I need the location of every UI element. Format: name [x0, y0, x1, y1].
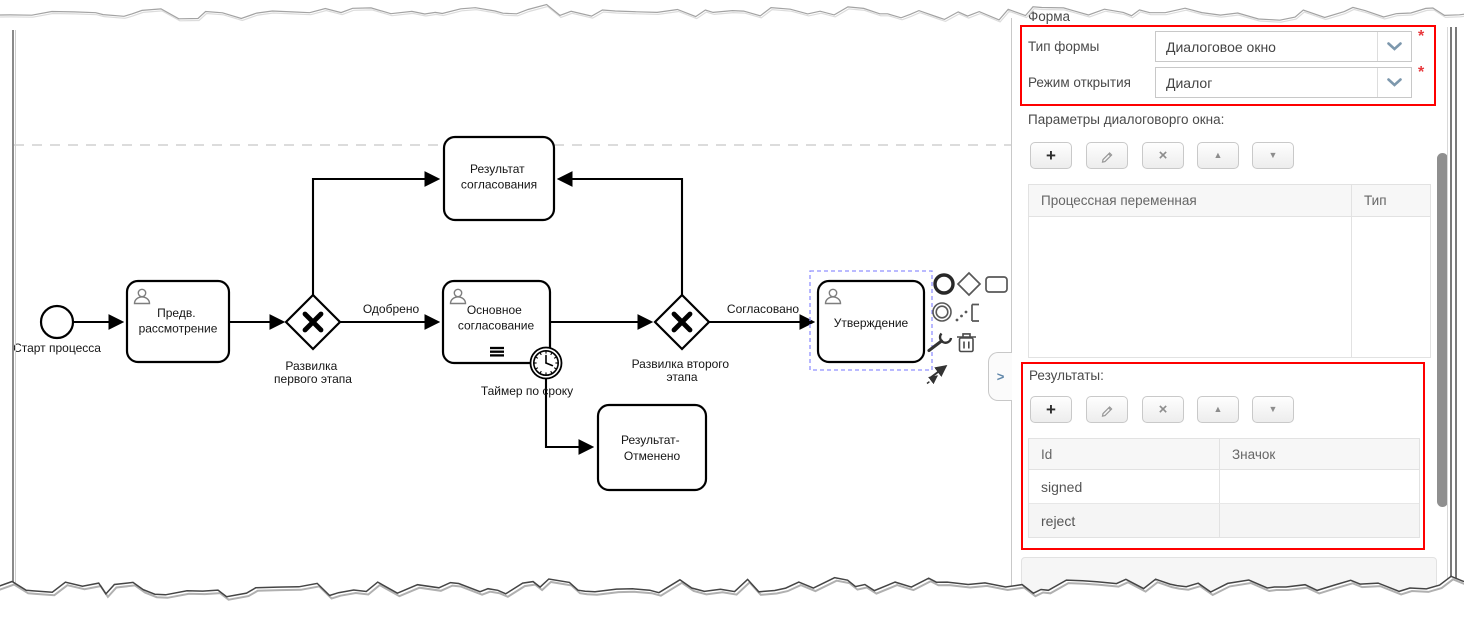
user-task-icon: [133, 288, 151, 305]
results-move-down-button[interactable]: ▼: [1252, 396, 1294, 423]
task-result-cancel-label: Результат- Отменено: [621, 433, 683, 463]
user-task-icon: [449, 288, 467, 305]
task-main-approval-label: Основное согласование: [458, 303, 535, 333]
start-event[interactable]: [39, 304, 75, 340]
bpmn-canvas[interactable]: Одобрено Согласовано Старт процесса Пред…: [0, 0, 1012, 631]
results-edit-button[interactable]: [1086, 396, 1128, 423]
task-result-approval-label: Результат согласования: [461, 162, 537, 192]
gateway-first-stage[interactable]: Развилка первого этапа: [274, 293, 352, 386]
selection-outline: [809, 270, 933, 371]
timer-boundary-event[interactable]: [529, 346, 563, 380]
properties-panel: Форма Тип формы Диалоговое окно * Режим …: [1012, 0, 1464, 631]
append-gateway-icon[interactable]: [956, 271, 982, 297]
form-type-select[interactable]: Диалоговое окно: [1155, 31, 1412, 62]
task-approval-label: Утверждение: [834, 316, 909, 330]
results-table[interactable]: Id Значок signed reject: [1028, 438, 1420, 538]
multi-instance-marker-icon: [490, 346, 504, 357]
panel-empty-area: [1021, 557, 1437, 601]
task-approval-selected[interactable]: Утверждение: [816, 279, 926, 364]
results-delete-button[interactable]: ×: [1142, 396, 1184, 423]
trash-icon[interactable]: [957, 333, 976, 353]
start-event-label: Старт процесса: [13, 341, 101, 355]
open-mode-value: Диалог: [1166, 74, 1213, 91]
params-delete-button[interactable]: ×: [1142, 142, 1184, 169]
edit-pencil-icon: [1101, 405, 1113, 417]
form-type-value: Диалоговое окно: [1166, 38, 1276, 55]
params-section-title: Параметры диалоговорго окна:: [1028, 112, 1225, 127]
gateway-second-stage[interactable]: Развилка второго этапа: [632, 293, 733, 384]
results-row-signed[interactable]: signed: [1029, 470, 1419, 504]
params-table[interactable]: Процессная переменная Тип: [1028, 184, 1431, 358]
flow-gateway2-to-result[interactable]: [556, 171, 684, 295]
wrench-icon[interactable]: [927, 332, 953, 353]
open-mode-label: Режим открытия: [1028, 75, 1131, 90]
params-edit-button[interactable]: [1086, 142, 1128, 169]
results-add-button[interactable]: +: [1030, 396, 1072, 423]
append-task-icon[interactable]: [985, 276, 1008, 293]
connect-arrow-icon[interactable]: [926, 364, 948, 385]
params-move-down-button[interactable]: ▼: [1252, 142, 1294, 169]
params-add-button[interactable]: +: [1030, 142, 1072, 169]
panel-collapse-tab[interactable]: >: [988, 352, 1012, 401]
flow-label-approved: Одобрено: [363, 302, 420, 316]
required-marker: *: [1418, 28, 1425, 45]
timer-label: Таймер по сроку: [481, 384, 573, 398]
user-task-icon: [824, 288, 842, 305]
task-main-approval[interactable]: Основное согласование: [441, 279, 552, 365]
results-section-title: Результаты:: [1029, 368, 1104, 383]
context-pad[interactable]: [926, 271, 1008, 385]
chevron-down-icon[interactable]: [1377, 32, 1411, 61]
clock-icon: [534, 351, 558, 375]
results-col-icon: Значок: [1219, 439, 1419, 469]
params-col-variable: Процессная переменная: [1041, 193, 1197, 208]
form-section-title: Форма: [1028, 9, 1071, 24]
append-intermediate-event-icon[interactable]: [932, 302, 952, 322]
task-result-cancel[interactable]: Результат- Отменено: [596, 403, 708, 492]
chevron-down-icon[interactable]: [1377, 68, 1411, 97]
form-type-label: Тип формы: [1028, 39, 1100, 54]
flow-timer-to-cancel[interactable]: [544, 379, 595, 455]
exclusive-gateway-x-icon: [302, 311, 324, 333]
results-row-reject[interactable]: reject: [1029, 504, 1419, 537]
chevron-right-icon: >: [996, 369, 1005, 384]
append-text-annotation-icon[interactable]: [955, 303, 979, 322]
gateway-second-label: Развилка второго этапа: [632, 357, 733, 384]
results-move-up-button[interactable]: ▲: [1197, 396, 1239, 423]
params-move-up-button[interactable]: ▲: [1197, 142, 1239, 169]
open-mode-select[interactable]: Диалог: [1155, 67, 1412, 98]
flow-label-agreed: Согласовано: [727, 302, 799, 316]
task-prelim-review[interactable]: Предв. рассмотрение: [125, 279, 231, 364]
edit-pencil-icon: [1101, 151, 1113, 163]
append-end-event-icon[interactable]: [933, 273, 955, 295]
exclusive-gateway-x-icon: [671, 311, 693, 333]
params-table-empty-body[interactable]: [1029, 217, 1430, 357]
results-col-id: Id: [1041, 446, 1053, 462]
params-col-type: Тип: [1351, 185, 1430, 216]
gateway-first-label: Развилка первого этапа: [274, 359, 352, 386]
panel-scrollbar[interactable]: [1437, 153, 1448, 507]
task-prelim-label: Предв. рассмотрение: [139, 306, 218, 336]
required-marker: *: [1418, 64, 1425, 81]
task-result-approval[interactable]: Результат согласования: [442, 135, 556, 222]
flow-gateway1-to-result[interactable]: [311, 171, 441, 296]
